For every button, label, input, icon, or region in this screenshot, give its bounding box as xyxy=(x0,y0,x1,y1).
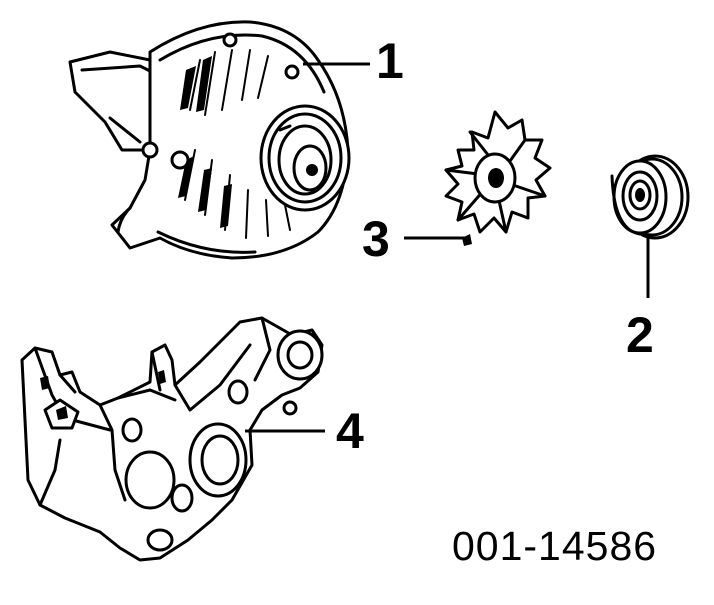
fan-drawing xyxy=(444,110,552,246)
bracket-drawing xyxy=(20,316,324,562)
callout-2-pulley: 2 xyxy=(626,307,654,363)
figure-id: 001-14586 xyxy=(452,523,658,569)
pulley-drawing xyxy=(610,154,690,240)
alternator-drawing xyxy=(68,20,351,260)
callout-4-bracket: 4 xyxy=(336,403,364,459)
callout-1-alternator: 1 xyxy=(376,33,404,89)
callout-3-fan: 3 xyxy=(362,211,390,267)
